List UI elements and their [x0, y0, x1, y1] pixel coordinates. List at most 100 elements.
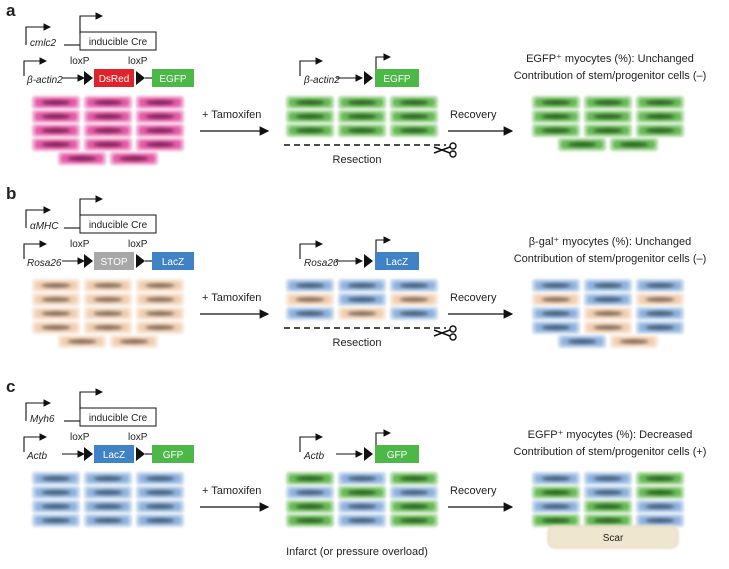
cell-nucleus	[645, 114, 675, 119]
final-tissue	[532, 279, 684, 348]
reporter-box-label: LacZ	[162, 257, 184, 268]
cell-nucleus	[593, 518, 623, 523]
myocyte-cell	[584, 321, 632, 334]
myocyte-cell	[286, 307, 334, 320]
myocyte-cell	[286, 293, 334, 306]
reporter-box	[152, 69, 194, 87]
scissors-ring	[449, 333, 457, 341]
myocyte-cell	[636, 321, 684, 334]
panel-letter: b	[6, 184, 16, 203]
cell-nucleus	[645, 476, 675, 481]
cell-nucleus	[541, 114, 571, 119]
cell-nucleus	[145, 283, 175, 288]
scissors-blade	[433, 329, 451, 337]
myocyte-cell	[136, 500, 184, 513]
loxp-triangle-icon	[364, 447, 373, 461]
result-line-1: EGFP⁺ myocytes (%): Decreased	[528, 429, 693, 441]
cell-nucleus	[41, 476, 71, 481]
cell-nucleus	[41, 142, 71, 147]
cell-nucleus	[593, 128, 623, 133]
promoter-arrow-icon	[23, 57, 48, 76]
promoter-arrow-icon	[299, 57, 324, 76]
cre-box	[79, 407, 157, 427]
myocyte-cell	[84, 321, 132, 334]
myocyte-cell	[532, 293, 580, 306]
cell-nucleus	[119, 156, 149, 161]
cell-nucleus	[295, 114, 325, 119]
treatment-label: + Tamoxifen	[202, 292, 261, 304]
myocyte-cell	[286, 472, 334, 485]
scissors-icon	[433, 142, 457, 158]
cell-nucleus	[593, 100, 623, 105]
promoter-arrow-icon	[375, 53, 392, 69]
cell-nucleus	[295, 297, 325, 302]
cell-nucleus	[41, 504, 71, 509]
loxp-triangle-icon	[364, 254, 373, 268]
loxp-triangle-icon	[136, 71, 145, 85]
cell-nucleus	[145, 504, 175, 509]
promoter2-label: Rosa26	[27, 258, 62, 269]
cell-nucleus	[399, 114, 429, 119]
myocyte-cell	[84, 472, 132, 485]
after-promoter-label: Rosa26	[304, 258, 339, 269]
myocyte-cell	[558, 138, 606, 151]
cell-nucleus	[541, 297, 571, 302]
after-tissue	[286, 96, 438, 137]
myocyte-cell	[84, 124, 132, 137]
cell-nucleus	[41, 114, 71, 119]
myocyte-cell	[32, 472, 80, 485]
myocyte-cell	[32, 279, 80, 292]
myocyte-cell	[110, 152, 158, 165]
after-reporter-label: LacZ	[386, 257, 408, 268]
myocyte-cell	[32, 486, 80, 499]
cre-label: inducible Cre	[89, 413, 148, 424]
myocyte-cell	[286, 500, 334, 513]
cell-nucleus	[145, 297, 175, 302]
cell-nucleus	[145, 325, 175, 330]
myocyte-cell	[84, 279, 132, 292]
cell-nucleus	[593, 504, 623, 509]
initial-tissue	[32, 96, 184, 165]
myocyte-cell	[84, 486, 132, 499]
scissors-blade	[433, 146, 451, 154]
recovery-label: Recovery	[450, 292, 497, 304]
cell-nucleus	[347, 518, 377, 523]
cell-nucleus	[41, 518, 71, 523]
myocyte-cell	[286, 110, 334, 123]
cell-nucleus	[41, 490, 71, 495]
loxp-label-1: loxP	[70, 239, 90, 250]
loxp-label-1: loxP	[70, 56, 90, 67]
cell-nucleus	[295, 518, 325, 523]
cell-nucleus	[145, 476, 175, 481]
cell-nucleus	[41, 325, 71, 330]
cell-nucleus	[41, 128, 71, 133]
promoter2-label: Actb	[26, 451, 47, 462]
myocyte-cell	[636, 293, 684, 306]
myocyte-cell	[32, 321, 80, 334]
myocyte-cell	[32, 110, 80, 123]
promoter-arrow-icon	[79, 195, 104, 217]
myocyte-cell	[84, 293, 132, 306]
myocyte-cell	[286, 514, 334, 527]
myocyte-cell	[610, 335, 658, 348]
cell-nucleus	[41, 311, 71, 316]
myocyte-cell	[84, 110, 132, 123]
myocyte-cell	[58, 335, 106, 348]
after-promoter-label: Actb	[303, 451, 324, 462]
myocyte-cell	[532, 96, 580, 109]
cell-nucleus	[593, 283, 623, 288]
cell-nucleus	[145, 100, 175, 105]
myocyte-cell	[286, 96, 334, 109]
myocyte-cell	[286, 486, 334, 499]
loxp-label-2: loxP	[128, 432, 148, 443]
cell-nucleus	[399, 504, 429, 509]
promoter-arrow-icon	[79, 12, 104, 34]
cell-nucleus	[145, 128, 175, 133]
cell-nucleus	[93, 297, 123, 302]
myocyte-cell	[584, 500, 632, 513]
after-tissue	[286, 279, 438, 320]
cell-nucleus	[541, 490, 571, 495]
cell-nucleus	[541, 283, 571, 288]
myocyte-cell	[636, 279, 684, 292]
